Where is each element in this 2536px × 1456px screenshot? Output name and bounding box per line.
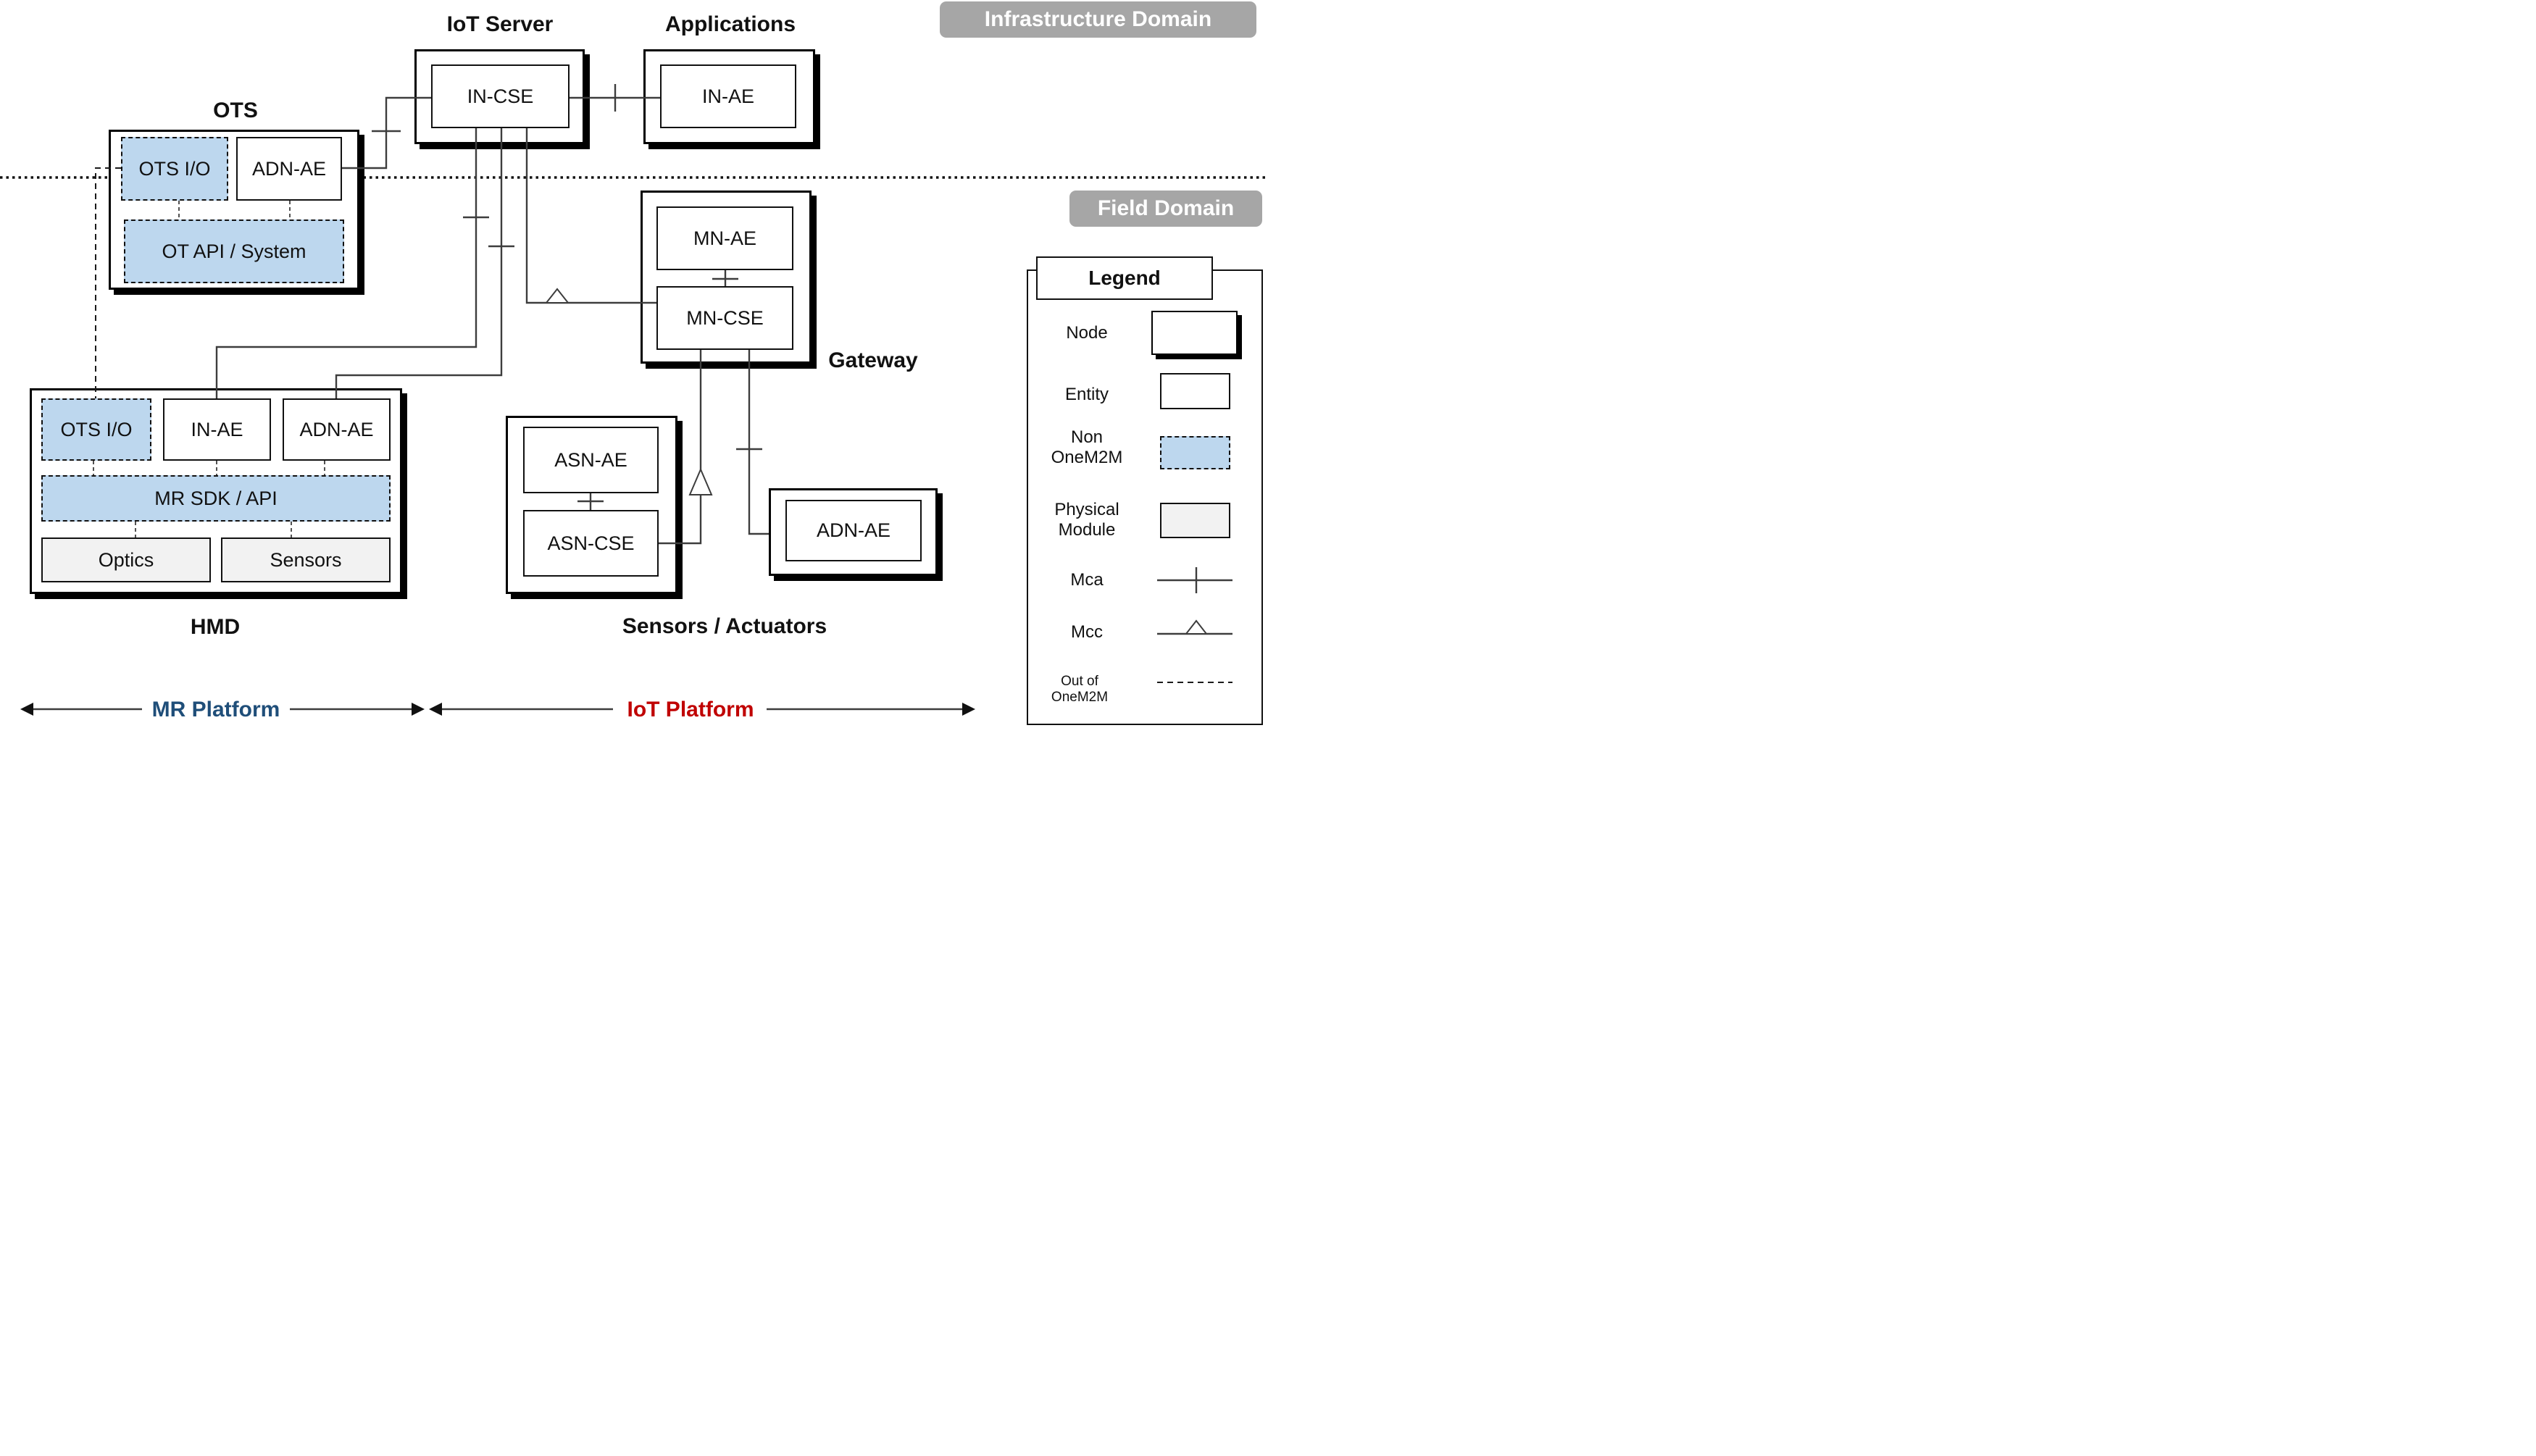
- mca-link-incse-to-hmd-adnae: [335, 128, 503, 398]
- legend-label-entity: Entity: [1064, 385, 1109, 405]
- legend-label-node: Node: [1066, 323, 1108, 343]
- asn-cse-entity: ASN-CSE: [523, 510, 659, 577]
- iot-server-title: IoT Server: [446, 12, 554, 36]
- mcc-line-symbol: [1157, 619, 1232, 635]
- legend-label-mca: Mca: [1070, 570, 1104, 590]
- optics-module: Optics: [41, 537, 211, 582]
- mca-link-mncse-to-adnae: [748, 350, 769, 535]
- legend-label-mcc: Mcc: [1071, 622, 1103, 643]
- sensors-actuators-title: Sensors / Actuators: [622, 614, 827, 638]
- out-of-onem2m-line-symbol: [1157, 682, 1232, 683]
- gateway-title: Gateway: [828, 348, 918, 372]
- mn-ae-entity: MN-AE: [656, 206, 793, 270]
- field-domain-label: Field Domain: [1069, 191, 1262, 227]
- mcc-link-incse-to-mncse: [525, 128, 656, 304]
- legend-label-non-onem2m: Non OneM2M: [1051, 427, 1123, 467]
- iot-platform-arrowhead-right: [962, 703, 975, 716]
- mr-platform-arrowhead-right: [412, 703, 425, 716]
- in-ae-hmd-entity: IN-AE: [163, 398, 271, 461]
- mr-platform-arrowhead-left: [20, 703, 33, 716]
- in-ae-applications-entity: IN-AE: [660, 64, 796, 128]
- infrastructure-domain-label: Infrastructure Domain: [940, 1, 1256, 38]
- ot-api-system-box: OT API / System: [124, 219, 344, 283]
- legend-label-out-of-onem2m: Out of OneM2M: [1051, 674, 1109, 705]
- adn-ae-hmd-entity: ADN-AE: [283, 398, 391, 461]
- mr-sdk-api-box: MR SDK / API: [41, 475, 391, 522]
- legend-label-physical-module: Physical Module: [1054, 500, 1119, 540]
- iot-platform-label: IoT Platform: [627, 698, 754, 721]
- mca-line-symbol: [1157, 567, 1232, 593]
- legend-title: Legend: [1036, 256, 1213, 300]
- mcc-triangle-mncse-asncse: [688, 467, 713, 495]
- in-cse-entity: IN-CSE: [431, 64, 570, 128]
- mn-cse-entity: MN-CSE: [656, 286, 793, 350]
- onem2m-architecture-diagram: Infrastructure Domain Field Domain IoT S…: [0, 0, 1268, 728]
- ots-io-hmd-box: OTS I/O: [41, 398, 151, 461]
- non-onem2m-box-symbol: [1160, 436, 1230, 469]
- node-box-symbol: [1151, 311, 1238, 355]
- iot-platform-arrowhead-left: [429, 703, 442, 716]
- applications-title: Applications: [664, 12, 796, 36]
- ots-io-ots-box: OTS I/O: [121, 137, 228, 201]
- adn-ae-sensor-entity: ADN-AE: [785, 500, 922, 561]
- adn-ae-ots-entity: ADN-AE: [236, 137, 342, 201]
- mr-platform-label: MR Platform: [151, 698, 280, 721]
- sensors-module: Sensors: [221, 537, 391, 582]
- physical-module-box-symbol: [1160, 503, 1230, 538]
- ots-title: OTS: [213, 99, 258, 122]
- asn-ae-entity: ASN-AE: [523, 427, 659, 493]
- entity-box-symbol: [1160, 373, 1230, 409]
- mcc-triangle-incse-mncse: [544, 288, 570, 304]
- hmd-title: HMD: [190, 615, 241, 639]
